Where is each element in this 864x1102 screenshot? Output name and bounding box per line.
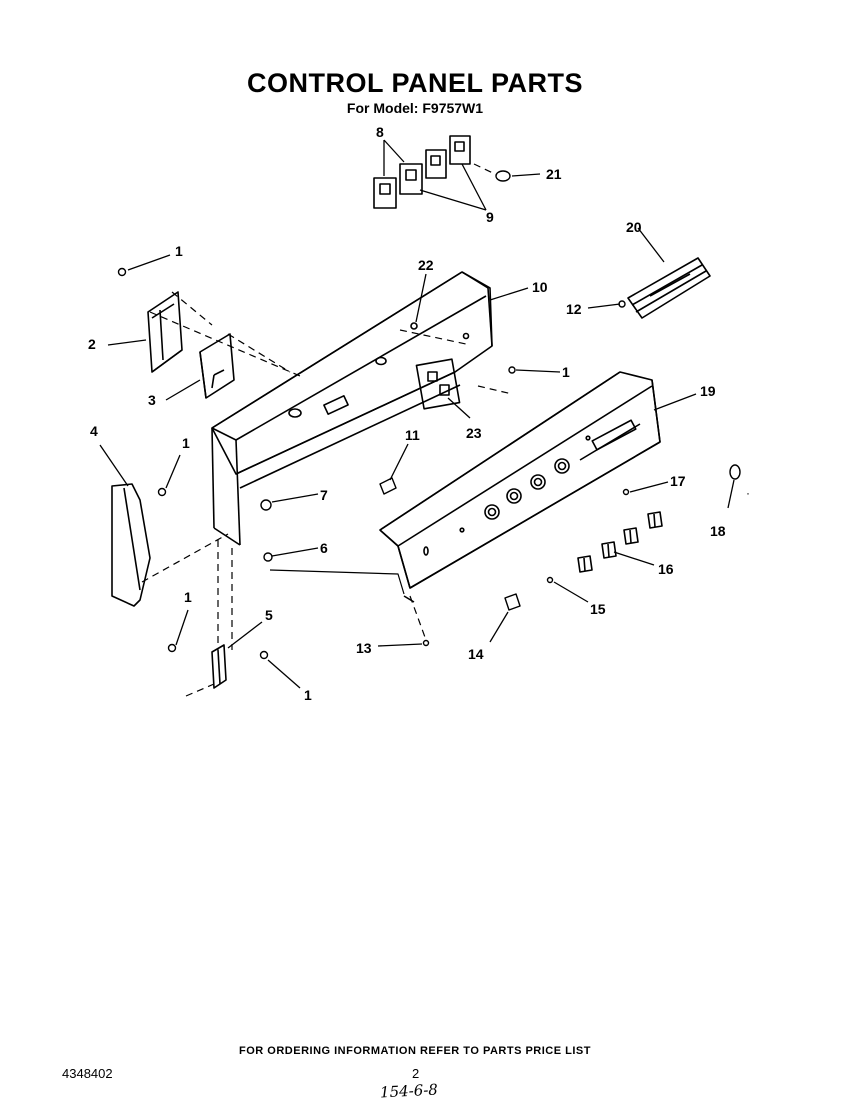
callout-5: 5 (265, 607, 273, 623)
ordering-info-note: FOR ORDERING INFORMATION REFER TO PARTS … (239, 1045, 591, 1057)
callout-22: 22 (418, 257, 434, 273)
callout-1: 1 (182, 435, 190, 451)
front-console-part-19 (379, 371, 661, 603)
top-switches-part-8-9 (373, 135, 471, 209)
callout-12: 12 (566, 301, 582, 317)
clock-part-20 (627, 257, 711, 319)
page-title: CONTROL PANEL PARTS (246, 68, 584, 98)
page-number: 2 (412, 1066, 420, 1081)
callout-9: 9 (486, 209, 494, 225)
callout-18: 18 (710, 523, 726, 539)
callout-14: 14 (468, 646, 484, 662)
callout-numbers: 1 2 3 4 1 1 5 1 7 6 8 9 21 10 22 1 23 11… (88, 124, 726, 703)
callout-1: 1 (175, 243, 183, 259)
bracket-part-3 (199, 333, 235, 399)
callout-16: 16 (658, 561, 674, 577)
callout-20: 20 (626, 219, 642, 235)
svg-text:·: · (746, 486, 750, 500)
callout-2: 2 (88, 336, 96, 352)
knobs-part-16 (577, 511, 663, 573)
callout-1: 1 (562, 364, 570, 380)
callout-11: 11 (405, 427, 420, 443)
callout-8: 8 (376, 124, 384, 140)
bracket-part-5 (211, 644, 227, 689)
callout-17: 17 (670, 473, 686, 489)
callout-10: 10 (532, 279, 548, 295)
bracket-part-2 (147, 291, 183, 373)
model-subtitle: For Model: F9757W1 (346, 100, 484, 116)
side-trim-part-4 (111, 483, 151, 607)
small-hardware (117, 170, 741, 660)
leader-lines (99, 139, 735, 689)
callout-21: 21 (546, 166, 562, 182)
callout-1: 1 (304, 687, 312, 703)
callout-1: 1 (184, 589, 192, 605)
handwritten-code: 154-6-8 (379, 1080, 439, 1102)
callout-3: 3 (148, 392, 156, 408)
callout-23: 23 (466, 425, 482, 441)
callout-19: 19 (700, 383, 716, 399)
callout-6: 6 (320, 540, 328, 556)
callout-7: 7 (320, 487, 328, 503)
control-panel-frame (211, 271, 493, 546)
document-number: 4348402 (62, 1066, 113, 1081)
switch-part-23 (415, 358, 461, 410)
callout-15: 15 (590, 601, 606, 617)
callout-13: 13 (356, 640, 372, 656)
assembly-dashed-lines (141, 163, 513, 697)
callout-4: 4 (90, 423, 98, 439)
